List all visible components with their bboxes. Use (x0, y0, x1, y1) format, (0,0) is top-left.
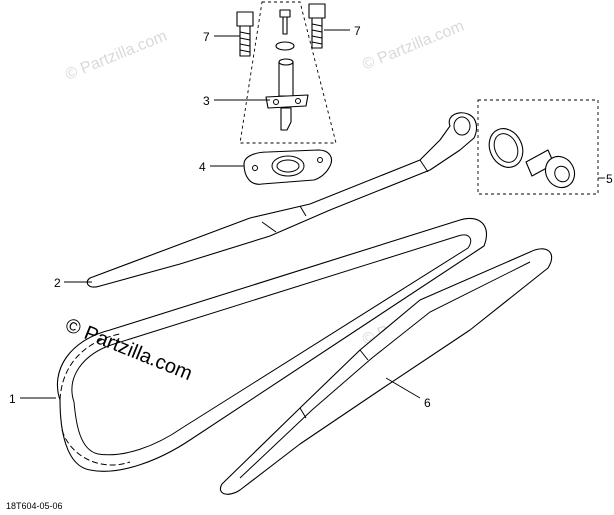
assembly-box-5 (477, 99, 599, 195)
part-1-cam-chain (56, 218, 487, 472)
part-7-bolt-right (308, 3, 326, 49)
callout-4: 4 (199, 160, 206, 174)
part-2-guide (86, 112, 478, 288)
leader-lines (20, 29, 605, 399)
callout-1: 1 (9, 392, 16, 406)
part-7-bolt-left (236, 11, 254, 57)
watermark-faint-1: © Partzilla.com (63, 28, 169, 84)
part-6-guide (220, 248, 553, 495)
diagram-code: 18T604-05-06 (6, 501, 63, 511)
callout-5: 5 (606, 172, 613, 186)
callout-6: 6 (424, 396, 431, 410)
callout-3: 3 (203, 94, 210, 108)
callout-7-right: 7 (354, 24, 361, 38)
part-3-small-bolt (279, 9, 291, 35)
watermark-faint-2: © Partzilla.com (360, 18, 466, 74)
part-3-washer (275, 41, 295, 51)
part-3-tensioner (265, 58, 309, 131)
part-4-gasket (243, 149, 333, 185)
callout-7-left: 7 (203, 30, 210, 44)
callout-2: 2 (54, 276, 61, 290)
part-5-plug (488, 128, 576, 189)
assembly-box-3 (239, 1, 337, 144)
